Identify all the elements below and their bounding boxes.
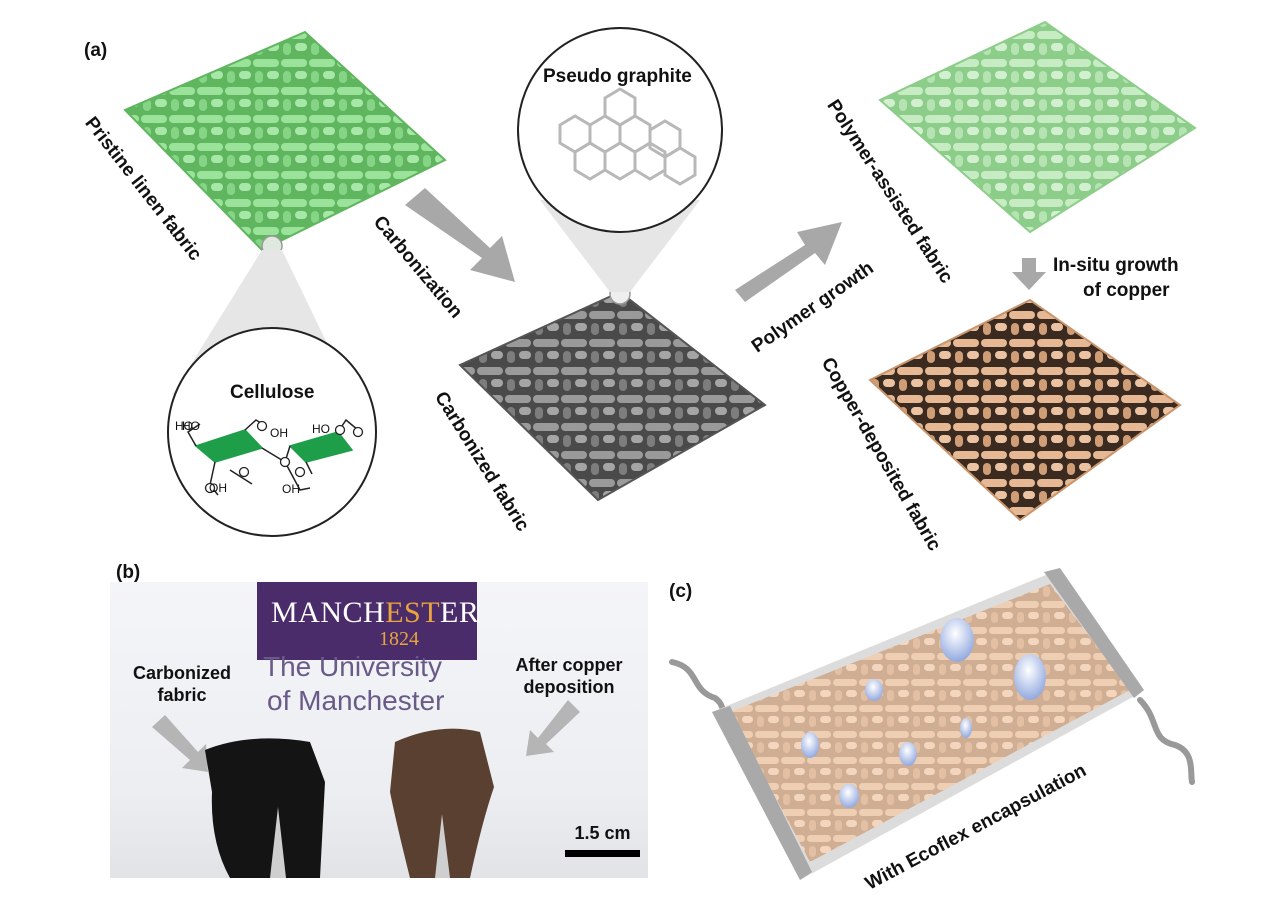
- arrow-to-copper: [526, 700, 580, 756]
- carbonized-fabric: [458, 290, 767, 502]
- scale-bar-label: 1.5 cm: [574, 823, 631, 843]
- graphite-structure: [558, 87, 697, 186]
- logo-year: 1824: [379, 628, 419, 650]
- label-pseudo-graphite: Pseudo graphite: [543, 66, 692, 87]
- molecule-o-6: [294, 466, 306, 478]
- carbonized-sample: [205, 738, 325, 878]
- molecule-o-7: [204, 482, 216, 494]
- panel-b-label: (b): [116, 562, 141, 583]
- panel-c-label: (c): [669, 581, 693, 602]
- logo-text: The University of Manchester: [263, 650, 444, 718]
- polymer-growth-arrow: [735, 222, 842, 302]
- molecule-o-2: [279, 456, 291, 468]
- label-insitu-line2: of copper: [1083, 280, 1170, 301]
- label-copper-sample: After copper deposition: [515, 655, 623, 697]
- insitu-arrow: [1012, 258, 1046, 290]
- molecule-o-5: [238, 466, 250, 478]
- panel-a-label: (a): [84, 40, 108, 61]
- polymer-assisted-fabric: [878, 20, 1197, 234]
- copper-sample: [390, 728, 494, 878]
- molecule-label-oh2: OH: [270, 426, 288, 440]
- label-cellulose: Cellulose: [230, 382, 315, 403]
- molecule-label-oh3: HO: [312, 422, 330, 436]
- photo-panel: MANCHESTER 1824 The University of Manche…: [110, 582, 648, 878]
- molecule-o-1: [256, 420, 268, 432]
- molecule-o-4: [352, 426, 364, 438]
- carbonization-arrow: [405, 188, 515, 282]
- molecule-label-oh4: OH: [282, 482, 300, 496]
- scale-bar: [565, 850, 640, 857]
- molecule-o-3: [334, 424, 346, 436]
- molecule-label-ho: HO: [182, 419, 200, 433]
- molecule-label-oh1: OH: [209, 481, 227, 495]
- photo-graphics: [152, 700, 640, 878]
- clip-right: [435, 814, 450, 878]
- arrow-to-carbonized: [152, 715, 208, 772]
- cellulose-molecule: [187, 418, 359, 496]
- molecule-ho: HO: [175, 419, 193, 433]
- university-logo: MANCHESTER 1824: [257, 582, 480, 660]
- copper-deposited-fabric: [868, 298, 1182, 522]
- logo-name: MANCHESTER: [271, 596, 480, 629]
- cellulose-circle: [167, 327, 377, 537]
- pristine-linen-fabric: [123, 30, 447, 252]
- encapsulated-fabric: [669, 568, 1195, 880]
- label-carbonized-sample: Carbonized fabric: [132, 663, 231, 705]
- label-insitu-line1: In-situ growth: [1053, 255, 1179, 276]
- logo-line-1: The University: [263, 651, 442, 682]
- clip-left: [270, 807, 286, 878]
- logo-line-2: of Manchester: [267, 685, 445, 716]
